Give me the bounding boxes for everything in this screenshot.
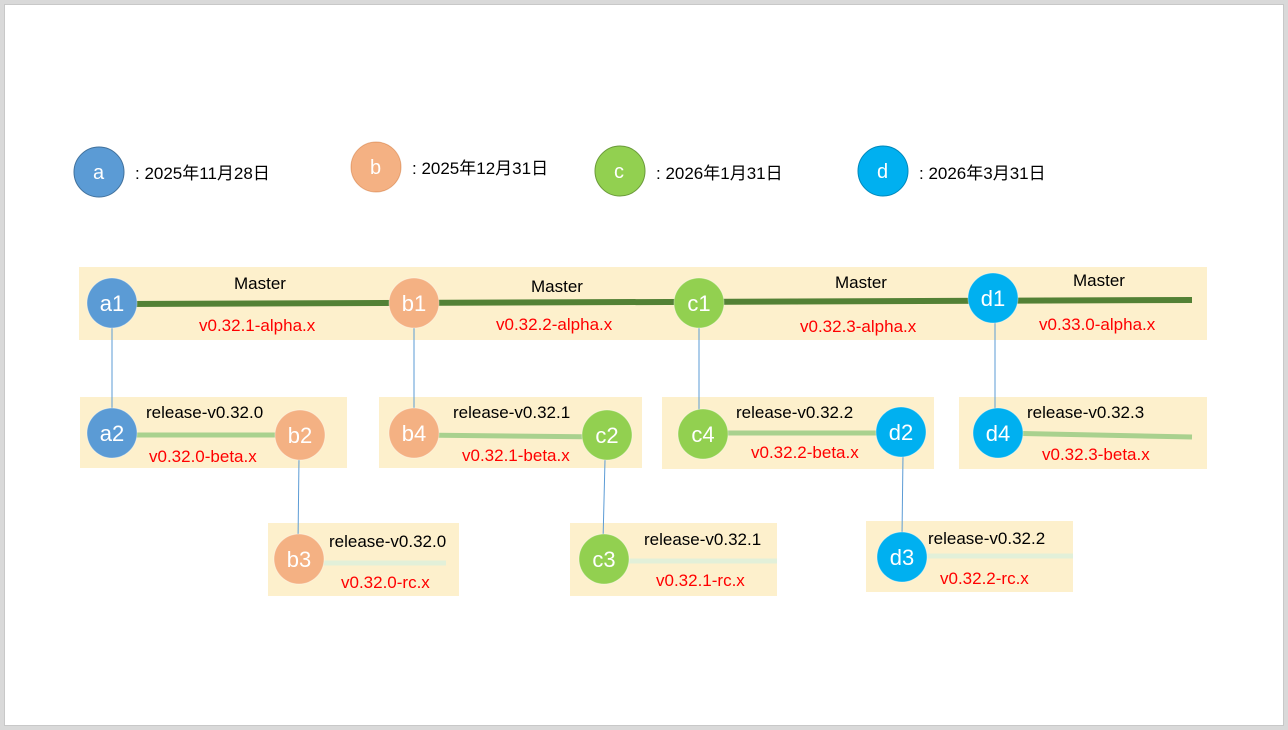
master-version-2: v0.32.2-alpha.x [496, 315, 613, 334]
node-a1-label: a1 [100, 291, 124, 316]
node-c1-label: c1 [687, 291, 710, 316]
legend-item-c: c : 2026年1月31日 [594, 145, 783, 197]
node-b3: b3 [273, 533, 325, 585]
legend-letter-b: b [370, 157, 381, 179]
node-c3-circle [578, 533, 630, 585]
node-b2-label: b2 [288, 423, 312, 448]
node-a2: a2 [86, 407, 138, 459]
node-d2-label: d2 [889, 420, 913, 445]
rc-version-1: v0.32.0-rc.x [341, 573, 430, 592]
node-b1: b1 [388, 277, 440, 329]
release-label-3: release-v0.32.2 [736, 403, 853, 422]
release-version-4: v0.32.3-beta.x [1042, 445, 1150, 464]
legend-letter-a: a [93, 162, 105, 184]
legend-circle-a [73, 146, 125, 198]
node-b3-circle [273, 533, 325, 585]
node-d1-circle [967, 272, 1019, 324]
node-b2-circle [274, 409, 326, 461]
legend-circle-b [350, 141, 402, 193]
node-d3: d3 [876, 531, 928, 583]
legend-circle-d [857, 145, 909, 197]
node-c3: c3 [578, 533, 630, 585]
connector-b2-b3 [297, 457, 300, 543]
release-version-2: v0.32.1-beta.x [462, 446, 570, 465]
node-b4-circle [388, 407, 440, 459]
legend-date-c: : 2026年1月31日 [656, 164, 783, 183]
release-version-1: v0.32.0-beta.x [149, 447, 257, 466]
node-a2-circle [86, 407, 138, 459]
master-version-1: v0.32.1-alpha.x [199, 316, 316, 335]
node-d1-label: d1 [981, 286, 1005, 311]
legend-letter-d: d [877, 161, 888, 183]
release-version-3: v0.32.2-beta.x [751, 443, 859, 462]
node-b3-label: b3 [287, 547, 311, 572]
node-d3-label: d3 [890, 545, 914, 570]
node-d2: d2 [875, 406, 927, 458]
node-d2-circle [875, 406, 927, 458]
node-d1: d1 [967, 272, 1019, 324]
node-c1-circle [673, 277, 725, 329]
node-b1-label: b1 [402, 291, 426, 316]
legend-item-d: d : 2026年3月31日 [857, 145, 1046, 197]
legend-letter-c: c [614, 161, 624, 183]
node-c2-label: c2 [595, 423, 618, 448]
release-line-2 [414, 432, 608, 440]
release-label-1: release-v0.32.0 [146, 403, 263, 422]
labels: Master v0.32.1-alpha.x Master v0.32.2-al… [146, 271, 1156, 592]
rc-version-2: v0.32.1-rc.x [656, 571, 745, 590]
release-line-4 [998, 430, 1193, 440]
node-d3-circle [876, 531, 928, 583]
slide-canvas: a : 2025年11月28日 b : 2025年12月31日 c : 2026… [4, 4, 1284, 726]
node-c4: c4 [677, 408, 729, 460]
node-c2: c2 [581, 409, 633, 461]
master-branch-line [112, 297, 1193, 307]
legend: a : 2025年11月28日 b : 2025年12月31日 c : 2026… [73, 141, 1046, 198]
nodes: a1 b1 c1 d1 a2 b2 [86, 272, 1024, 585]
legend-date-b: : 2025年12月31日 [412, 159, 548, 178]
release-label-4: release-v0.32.3 [1027, 403, 1144, 422]
node-a2-label: a2 [100, 421, 124, 446]
node-b2: b2 [274, 409, 326, 461]
master-label-1: Master [234, 274, 286, 293]
master-label-2: Master [531, 277, 583, 296]
master-version-3: v0.32.3-alpha.x [800, 317, 917, 336]
node-c4-circle [677, 408, 729, 460]
node-a1: a1 [86, 277, 138, 329]
rc-label-1: release-v0.32.0 [329, 532, 446, 551]
connector-d2-d3 [901, 454, 904, 537]
node-b1-circle [388, 277, 440, 329]
node-c2-circle [581, 409, 633, 461]
legend-item-b: b : 2025年12月31日 [350, 141, 548, 193]
master-label-4: Master [1073, 271, 1125, 290]
rc-version-3: v0.32.2-rc.x [940, 569, 1029, 588]
legend-date-d: : 2026年3月31日 [919, 164, 1046, 183]
node-d4-circle [972, 407, 1024, 459]
node-d4-label: d4 [986, 421, 1010, 446]
connectors [111, 315, 996, 543]
legend-circle-c [594, 145, 646, 197]
node-c1: c1 [673, 277, 725, 329]
node-c3-label: c3 [592, 547, 615, 572]
release-label-2: release-v0.32.1 [453, 403, 570, 422]
node-c4-label: c4 [691, 422, 714, 447]
rc-label-3: release-v0.32.2 [928, 529, 1045, 548]
legend-date-a: : 2025年11月28日 [135, 164, 270, 183]
master-label-3: Master [835, 273, 887, 292]
node-b4-label: b4 [402, 421, 426, 446]
legend-item-a: a : 2025年11月28日 [73, 146, 270, 198]
node-d4: d4 [972, 407, 1024, 459]
master-version-4: v0.33.0-alpha.x [1039, 315, 1156, 334]
node-a1-circle [86, 277, 138, 329]
rc-label-2: release-v0.32.1 [644, 530, 761, 549]
node-b4: b4 [388, 407, 440, 459]
connector-c2-c3 [602, 459, 606, 542]
release-timeline-diagram: a : 2025年11月28日 b : 2025年12月31日 c : 2026… [73, 141, 1207, 596]
